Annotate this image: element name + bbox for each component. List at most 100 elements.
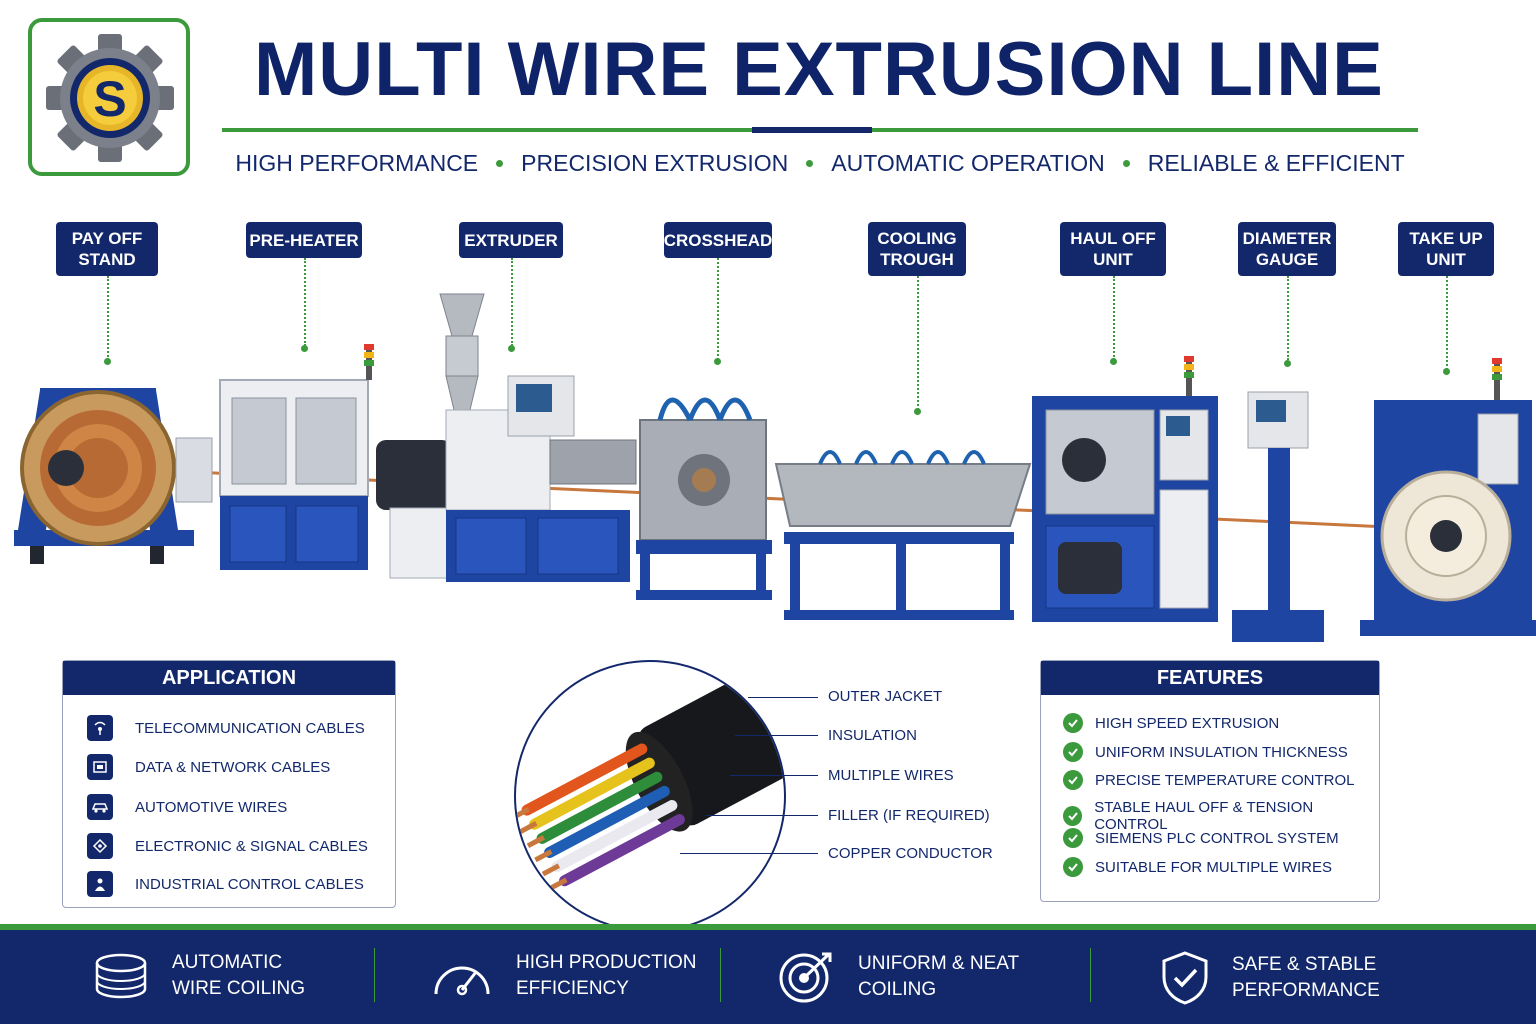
circuit-icon bbox=[87, 833, 113, 859]
antenna-icon bbox=[87, 715, 113, 741]
leader-line bbox=[511, 258, 513, 346]
tagline-item: RELIABLE & EFFICIENT bbox=[1147, 150, 1405, 176]
application-item-label: ELECTRONIC & SIGNAL CABLES bbox=[135, 837, 368, 855]
shield-check-icon bbox=[1162, 951, 1208, 1005]
footer-item-line: UNIFORM & NEAT bbox=[858, 953, 1020, 974]
pay-off-stand-machine bbox=[14, 388, 213, 564]
feature-label: SUITABLE FOR MULTIPLE WIRES bbox=[1095, 858, 1332, 876]
feature-item: PRECISE TEMPERATURE CONTROL bbox=[1063, 770, 1354, 790]
leader-line bbox=[917, 276, 919, 410]
pre-heater-machine bbox=[219, 344, 374, 570]
check-icon bbox=[1063, 828, 1083, 848]
footer-item-line: HIGH PRODUCTION bbox=[516, 952, 697, 973]
leader-dot bbox=[1110, 358, 1117, 365]
check-icon bbox=[1063, 713, 1083, 733]
footer-item-line: PERFORMANCE bbox=[1232, 980, 1380, 1001]
bullet-dot bbox=[806, 160, 814, 167]
feature-item: STABLE HAUL OFF & TENSION CONTROL bbox=[1063, 799, 1379, 833]
network-port-icon bbox=[87, 754, 113, 780]
footer-item: UNIFORM & NEAT COILING bbox=[778, 950, 1019, 1004]
application-item-label: DATA & NETWORK CABLES bbox=[135, 758, 331, 776]
coil-icon bbox=[95, 953, 147, 999]
leader-line bbox=[1287, 276, 1289, 360]
tagline-item: PRECISION EXTRUSION bbox=[521, 150, 789, 176]
company-logo: S bbox=[28, 18, 190, 176]
feature-label: STABLE HAUL OFF & TENSION CONTROL bbox=[1094, 799, 1314, 833]
stage-label-pay-off-stand: PAY OFF STAND bbox=[56, 222, 158, 276]
stage-label-line: STAND bbox=[78, 250, 136, 269]
tagline-item: AUTOMATIC OPERATION bbox=[831, 150, 1105, 176]
leader-dot bbox=[1284, 360, 1291, 367]
features-title: FEATURES bbox=[1041, 661, 1379, 695]
feature-item: SUITABLE FOR MULTIPLE WIRES bbox=[1063, 857, 1332, 877]
leader-line bbox=[1113, 276, 1115, 360]
tagline-bar: HIGH PERFORMANCE PRECISION EXTRUSION AUT… bbox=[222, 150, 1418, 177]
take-up-unit-machine bbox=[1360, 358, 1536, 636]
footer-item-line: AUTOMATIC bbox=[172, 952, 283, 973]
diameter-gauge-machine bbox=[1232, 391, 1324, 642]
crosshead-machine bbox=[636, 397, 772, 600]
leader-line bbox=[304, 258, 306, 346]
application-item-label: INDUSTRIAL CONTROL CABLES bbox=[135, 875, 364, 893]
leader-dot bbox=[1443, 368, 1450, 375]
bullet-dot bbox=[496, 160, 504, 167]
car-icon bbox=[87, 794, 113, 820]
worker-icon bbox=[87, 871, 113, 897]
stage-label-pre-heater: PRE-HEATER bbox=[246, 222, 362, 258]
stage-label-line: UNIT bbox=[1426, 250, 1466, 269]
application-title: APPLICATION bbox=[63, 661, 395, 695]
speedometer-icon bbox=[434, 966, 490, 996]
application-item: DATA & NETWORK CABLES bbox=[87, 754, 330, 780]
stage-label-line: PRE-HEATER bbox=[249, 230, 359, 250]
feature-label: SIEMENS PLC CONTROL SYSTEM bbox=[1095, 829, 1339, 847]
stage-label-line: PAY OFF bbox=[71, 229, 143, 248]
stage-label-line: TROUGH bbox=[880, 250, 954, 269]
stage-label-line: HAUL OFF bbox=[1070, 229, 1156, 248]
cable-layer-label: MULTIPLE WIRES bbox=[828, 767, 954, 784]
leader-line bbox=[1446, 276, 1448, 370]
application-item-label: TELECOMMUNICATION CABLES bbox=[135, 719, 365, 737]
callout-line bbox=[680, 853, 818, 854]
check-icon bbox=[1063, 770, 1083, 790]
leader-dot bbox=[301, 345, 308, 352]
feature-item: UNIFORM INSULATION THICKNESS bbox=[1063, 742, 1348, 762]
footer-item-line: EFFICIENCY bbox=[516, 978, 629, 999]
feature-label: UNIFORM INSULATION THICKNESS bbox=[1095, 743, 1348, 761]
application-item: INDUSTRIAL CONTROL CABLES bbox=[87, 871, 364, 897]
check-icon bbox=[1063, 742, 1083, 762]
stage-label-line: EXTRUDER bbox=[464, 230, 558, 250]
page-title: MULTI WIRE EXTRUSION LINE bbox=[254, 27, 1384, 112]
gear-logo-icon: S bbox=[46, 34, 174, 162]
footer-item-line: COILING bbox=[858, 979, 937, 1000]
stage-label-extruder: EXTRUDER bbox=[459, 222, 563, 258]
stage-label-line: CROSSHEAD bbox=[663, 230, 773, 250]
cable-layer-label: FILLER (IF REQUIRED) bbox=[828, 807, 990, 824]
check-icon bbox=[1063, 857, 1083, 877]
cable-layer-label: COPPER CONDUCTOR bbox=[828, 845, 993, 862]
callout-line bbox=[748, 697, 818, 698]
application-item: TELECOMMUNICATION CABLES bbox=[87, 715, 365, 741]
application-item: ELECTRONIC & SIGNAL CABLES bbox=[87, 833, 368, 859]
extrusion-line-illustration bbox=[14, 293, 1536, 642]
footer-divider bbox=[374, 948, 375, 1002]
footer-item: HIGH PRODUCTION EFFICIENCY bbox=[430, 950, 697, 1002]
application-panel: APPLICATION TELECOMMUNICATION CABLES DAT… bbox=[62, 660, 396, 908]
cable-layer-label: INSULATION bbox=[828, 727, 917, 744]
title-divider-accent bbox=[752, 127, 872, 133]
application-item: AUTOMOTIVE WIRES bbox=[87, 794, 287, 820]
callout-line bbox=[705, 815, 818, 816]
footer-divider bbox=[1090, 948, 1091, 1002]
feature-item: SIEMENS PLC CONTROL SYSTEM bbox=[1063, 828, 1339, 848]
footer-divider bbox=[720, 948, 721, 1002]
leader-line bbox=[107, 276, 109, 360]
stage-label-line: GAUGE bbox=[1255, 250, 1319, 269]
stage-label-crosshead: CROSSHEAD bbox=[664, 222, 772, 258]
leader-dot bbox=[714, 358, 721, 365]
leader-dot bbox=[104, 358, 111, 365]
